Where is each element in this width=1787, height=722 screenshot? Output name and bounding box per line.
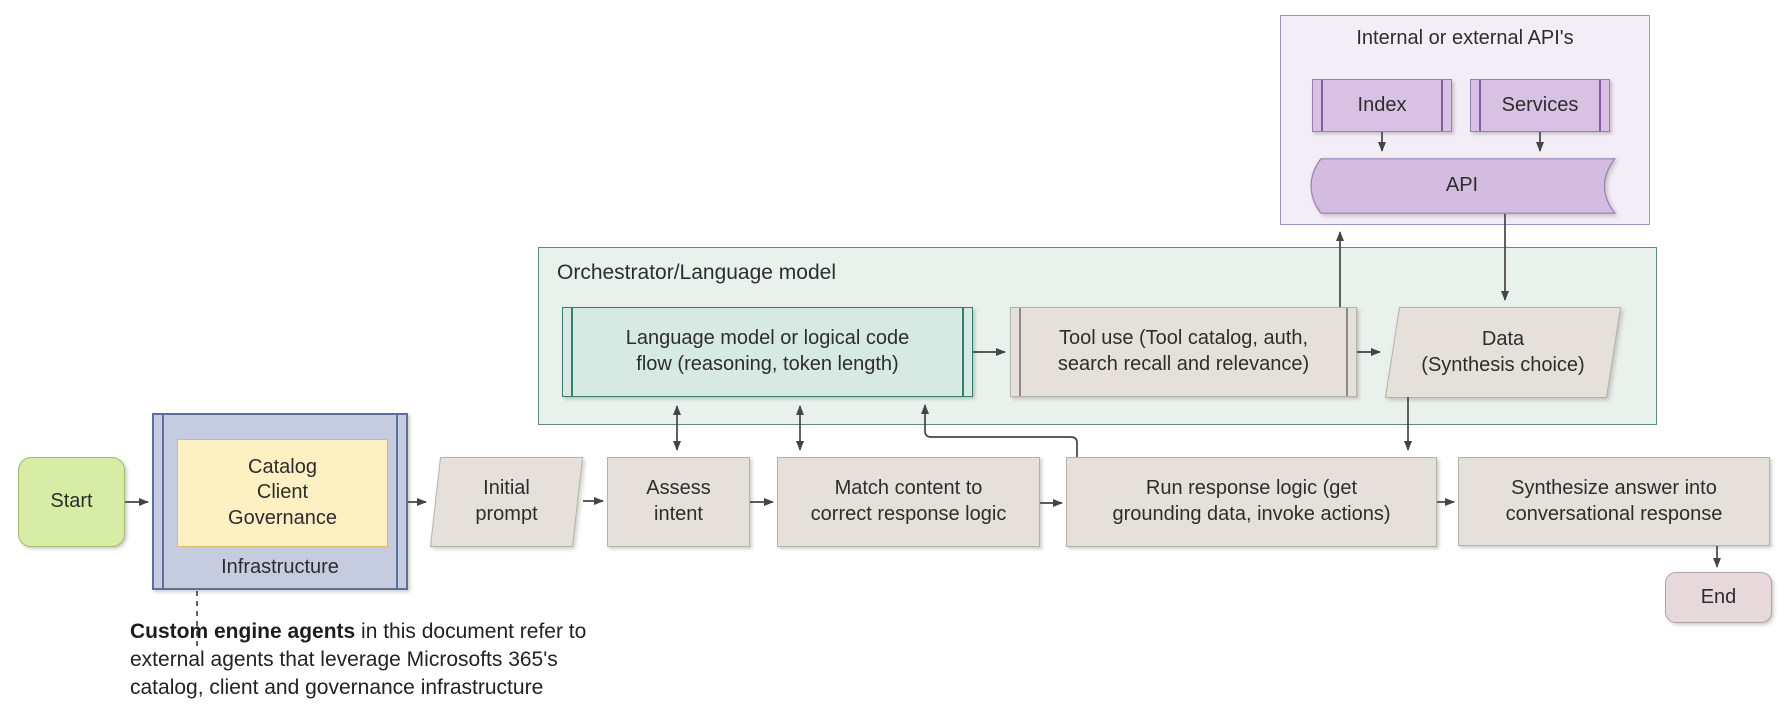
end-node: End xyxy=(1665,572,1772,623)
assess-intent-box: Assess intent xyxy=(607,457,750,547)
tool-use-box: Tool use (Tool catalog, auth, search rec… xyxy=(1010,307,1357,397)
annotation-rest-text: in this document refer to external agent… xyxy=(130,620,587,699)
run-response-logic-box: Run response logic (get grounding data, … xyxy=(1066,457,1437,547)
infrastructure-label: Infrastructure xyxy=(221,556,339,579)
index-box: Index xyxy=(1312,79,1452,132)
api-panel-title: Internal or external API's xyxy=(1356,27,1574,50)
data-parallelogram: Data (Synthesis choice) xyxy=(1385,307,1621,398)
language-model-box: Language model or logical code flow (rea… xyxy=(562,307,973,397)
api-shape-svg xyxy=(1310,158,1617,214)
initial-prompt-parallelogram: Initial prompt xyxy=(430,457,583,547)
services-box: Services xyxy=(1470,79,1610,132)
orchestrator-panel-title: Orchestrator/Language model xyxy=(557,261,836,284)
custom-engine-agents-annotation: Custom engine agents in this document re… xyxy=(130,618,622,702)
data-parallelogram-svg xyxy=(1385,307,1621,398)
match-content-box: Match content to correct response logic xyxy=(777,457,1040,547)
initial-prompt-svg xyxy=(430,457,583,547)
api-shape-label: API xyxy=(1445,174,1479,197)
initial-prompt-label: Initial prompt xyxy=(475,477,538,525)
api-stored-data-shape: API xyxy=(1307,158,1617,214)
data-parallelogram-label: Data (Synthesis choice) xyxy=(1421,327,1585,376)
synthesize-answer-box: Synthesize answer into conversational re… xyxy=(1458,457,1770,546)
annotation-bold-text: Custom engine agents xyxy=(130,620,356,643)
catalog-client-governance-box: Catalog Client Governance xyxy=(177,439,388,547)
start-node: Start xyxy=(18,457,125,547)
